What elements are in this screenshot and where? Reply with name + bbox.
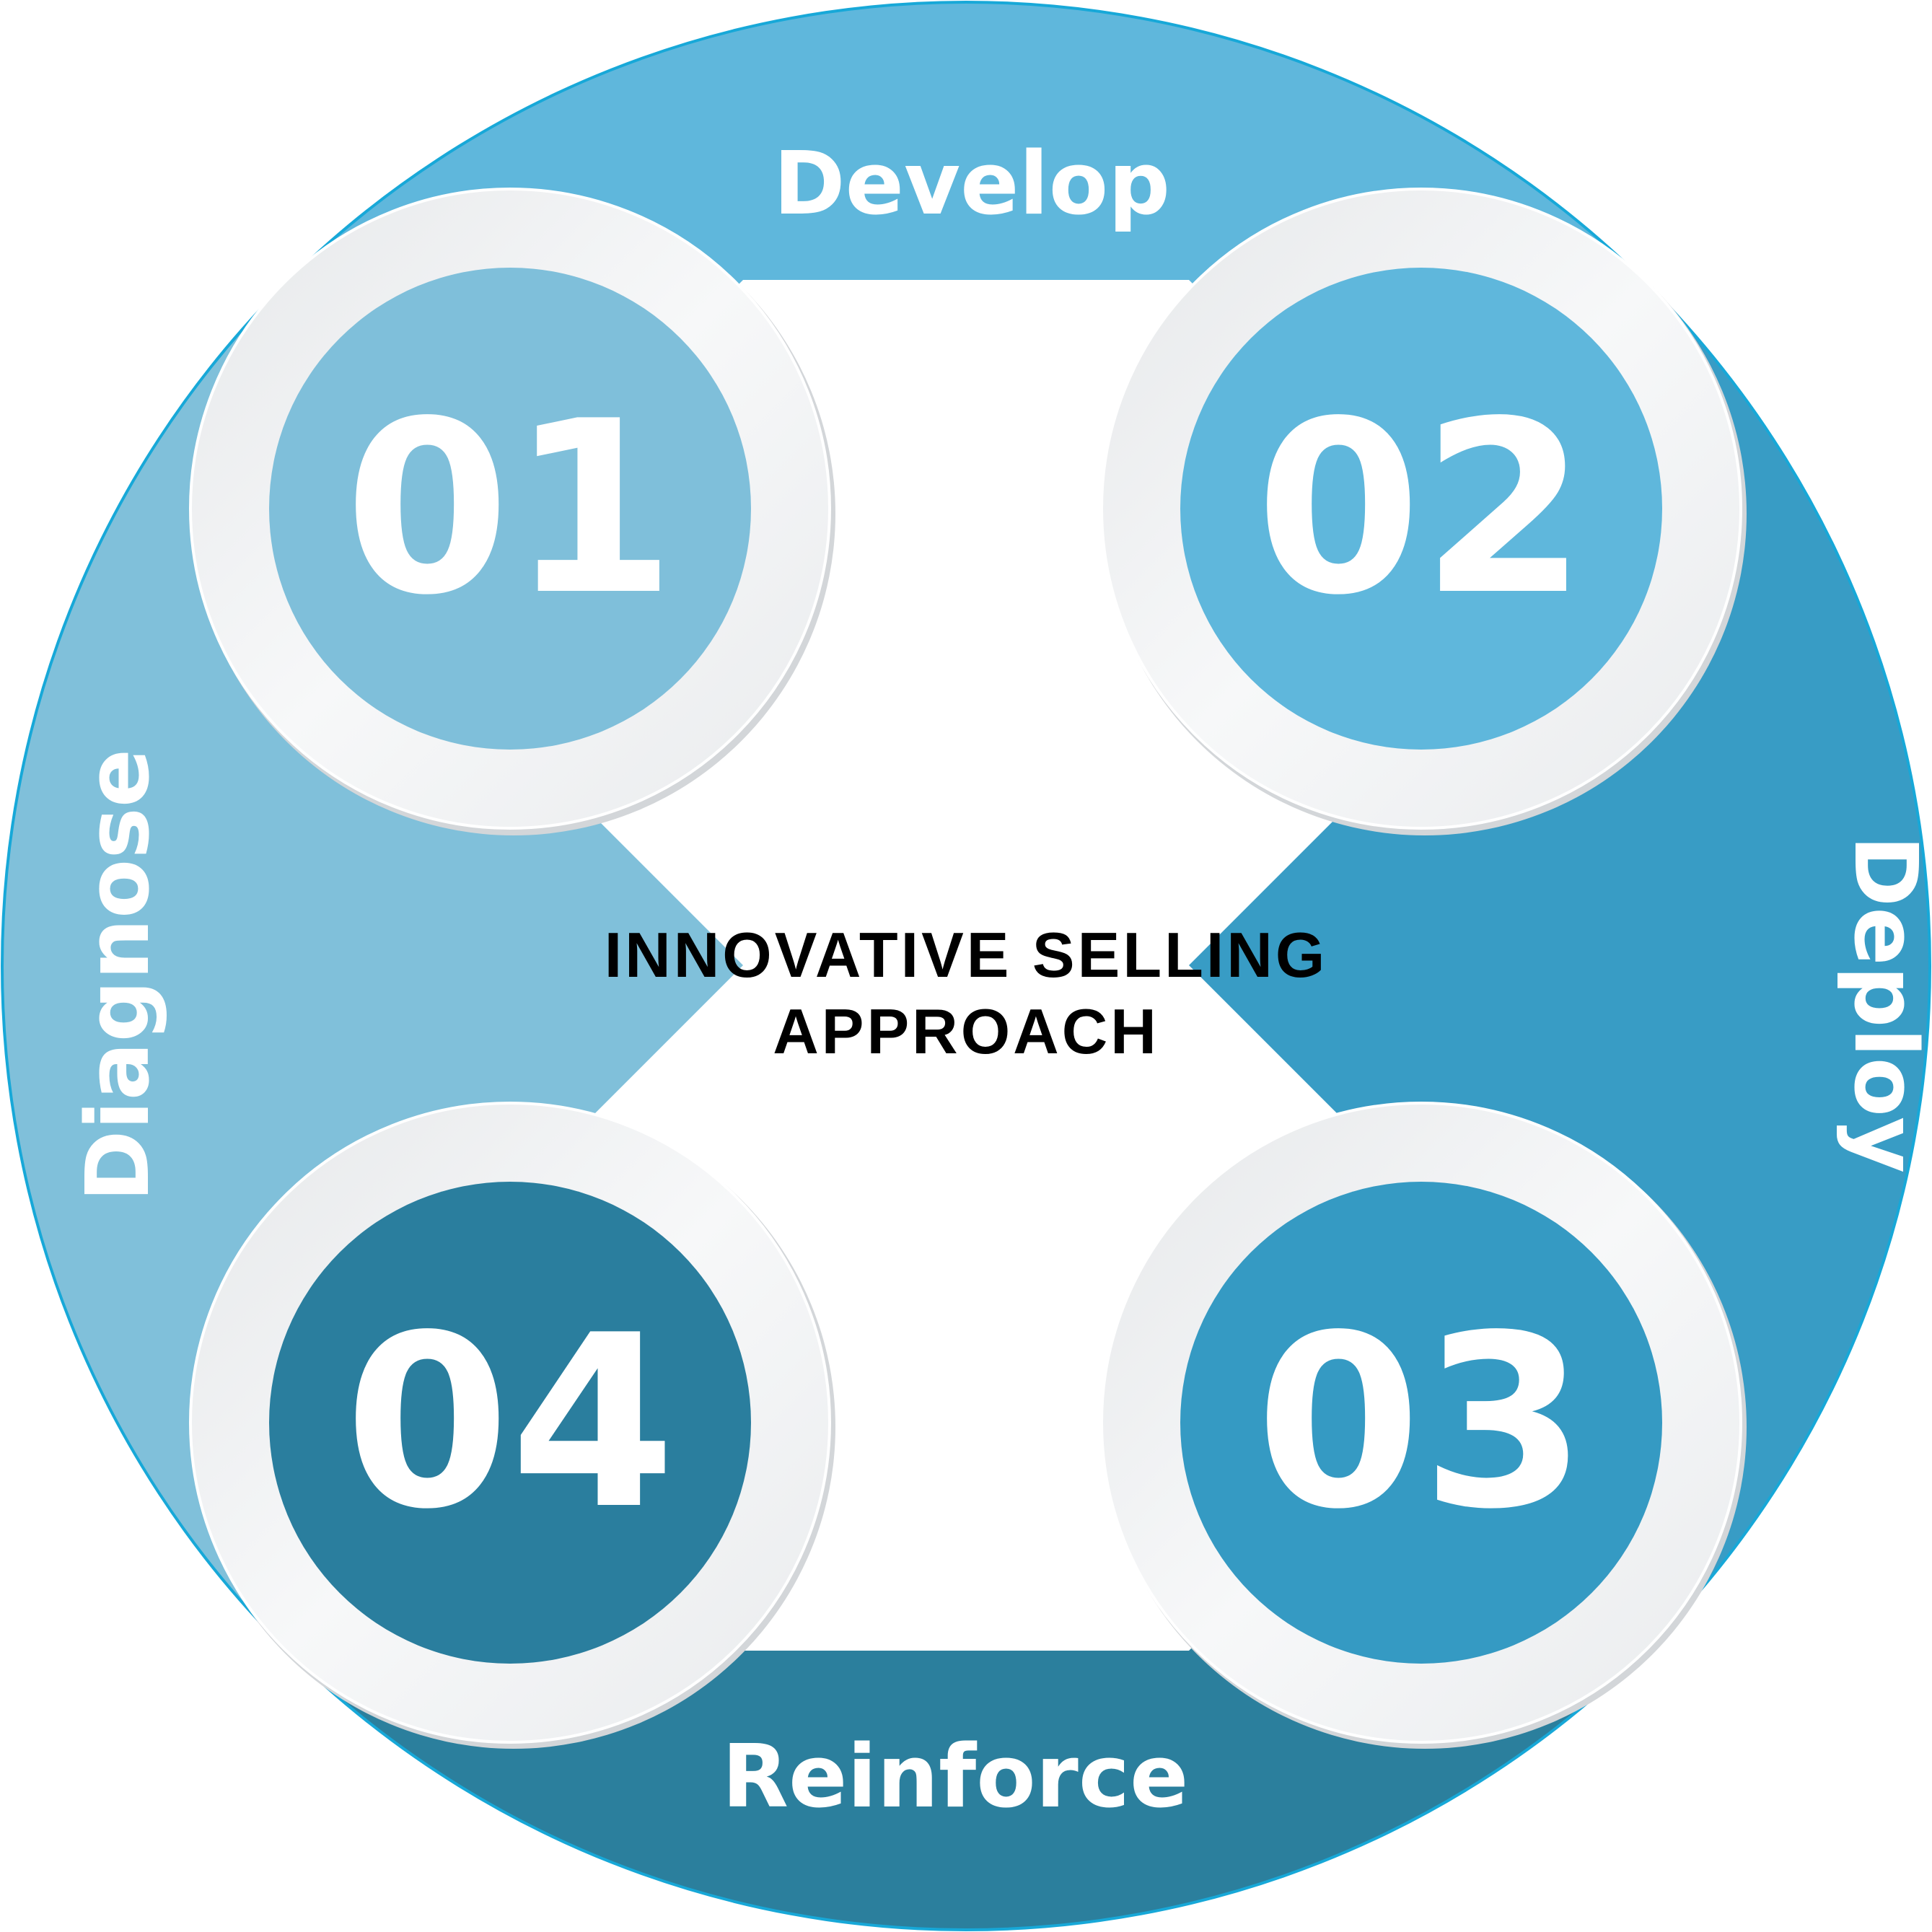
stage-label-reinforce: Reinforce [722,1727,1189,1827]
stage-label-deploy: Deploy [1835,835,1932,1174]
number-disc [269,268,751,750]
stage-circle-03: 03 [1100,1102,1747,1749]
stage-number-01: 01 [344,370,675,647]
number-disc [1180,268,1662,750]
center-title-line-2: APPROACH [773,996,1159,1067]
stage-number-04: 04 [344,1284,675,1561]
number-disc [269,1182,751,1664]
stage-circle-01: 01 [189,188,835,835]
stage-number-03: 03 [1255,1284,1586,1561]
stage-circle-02: 02 [1100,188,1747,835]
center-title-line-1: INNOVATIVE SELLING [605,919,1328,991]
stage-number-02: 02 [1255,370,1586,647]
number-disc [1180,1182,1662,1664]
stage-label-diagnose: Diagnose [69,749,169,1202]
stage-label-develop: Develop [773,134,1170,234]
stage-circle-04: 04 [189,1102,835,1749]
